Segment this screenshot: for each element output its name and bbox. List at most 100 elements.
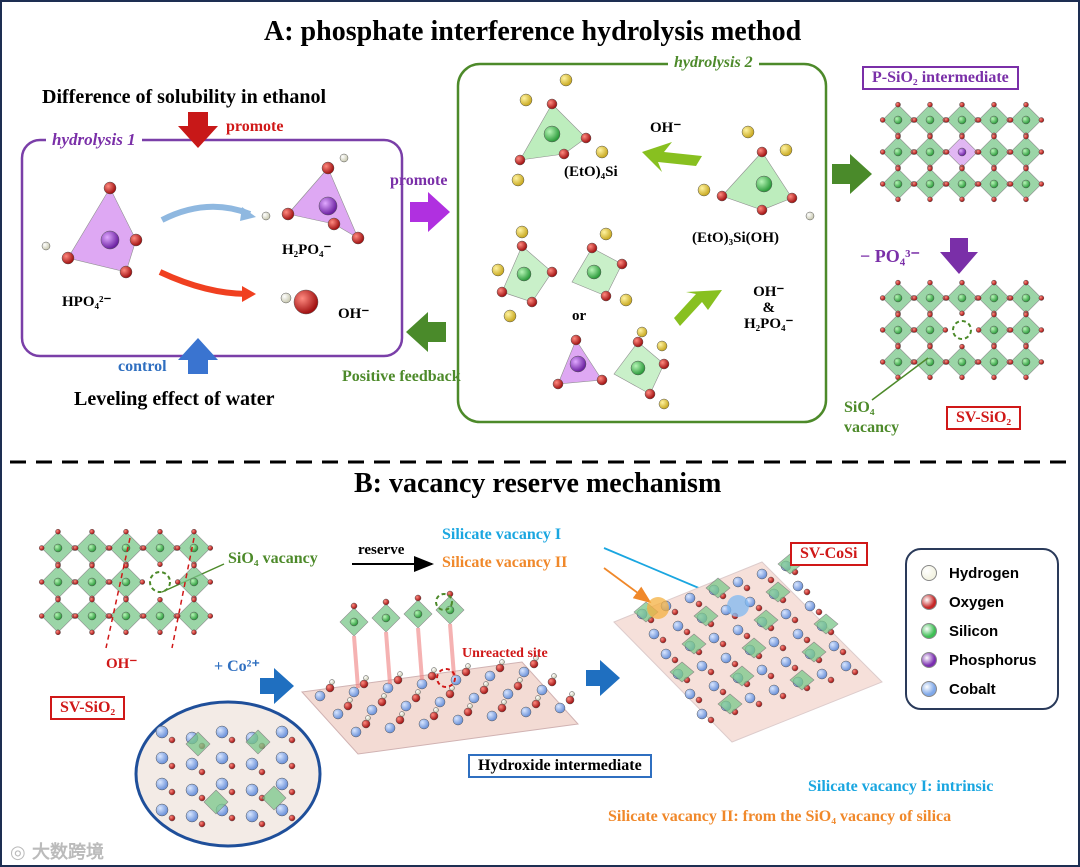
cobalt-atom [518, 666, 530, 678]
h2po4-label: H₂PO₄⁻ [282, 242, 332, 258]
oxygen-atom [943, 117, 950, 123]
oxygen-atom [513, 681, 523, 691]
silicon-atom [630, 360, 646, 376]
silicon-atom [586, 264, 602, 280]
reserve-label: reserve [358, 542, 405, 558]
ethoxy-group [697, 183, 711, 197]
ethoxy-group [491, 263, 505, 277]
unreacted-site-marker [436, 668, 456, 688]
hydrogen-atom [465, 663, 471, 669]
ethoxy-group [595, 145, 609, 159]
silicon-atom [957, 293, 967, 303]
cobalt-atom [185, 783, 199, 797]
oxygen-atom [927, 133, 933, 140]
promote-purple-arrow [410, 192, 450, 232]
oh-green-arrow [642, 142, 702, 172]
silicon-atom [957, 357, 967, 367]
oxygen-atom [975, 117, 982, 123]
cobalt-atom [416, 678, 428, 690]
oxygen-atom [55, 562, 61, 569]
oxygen-atom [911, 327, 918, 333]
oxygen-atom [959, 101, 965, 108]
oxygen-atom [911, 181, 918, 187]
hydrogen-atom [339, 153, 349, 163]
oxygen-atom [791, 664, 799, 672]
oxygen-atom [991, 279, 997, 286]
oxygen-atom [827, 676, 835, 684]
cobalt-atom [792, 580, 804, 592]
hpo4-label: HPO₄²⁻ [62, 294, 112, 310]
oxygen-atom [943, 295, 950, 301]
silica-unit [753, 609, 779, 631]
oxygen-atom [1007, 149, 1014, 155]
co2-label: + Co²⁺ [214, 658, 260, 675]
oxygen-atom [123, 528, 129, 535]
sv-sio2-label-a: SV-SiO₂ [946, 406, 1022, 430]
oxygen-atom [658, 358, 670, 370]
cobalt-atom [400, 700, 412, 712]
oxygen-atom [743, 632, 751, 640]
silicon-atom [989, 357, 999, 367]
silicon-atom [957, 179, 967, 189]
cobalt-atom [502, 688, 514, 700]
oxygen-atom [755, 700, 763, 708]
oxygen-atom [596, 374, 608, 386]
legend-item-hydrogen: Hydrogen [921, 562, 1019, 584]
watermark-text: 大数跨境 [31, 842, 104, 863]
co-arrow [260, 668, 294, 704]
arrow-to-h2po4 [160, 203, 252, 223]
cobalt-atom [382, 682, 394, 694]
oxygen-atom [174, 579, 181, 585]
hydroxide-intermediate-label: Hydroxide intermediate [468, 754, 652, 778]
watermark-logo-icon: ◎ [10, 842, 32, 863]
oxygen-atom [1023, 311, 1029, 318]
cobalt-atom [708, 680, 720, 692]
silica-unit [245, 729, 271, 755]
oxygen-atom [975, 327, 982, 333]
oxygen-atom [516, 240, 528, 252]
hydrogen-atom [805, 211, 815, 221]
silicon-atom [893, 115, 903, 125]
hydrogen-atom [501, 699, 507, 705]
legend-label: Silicon [949, 622, 999, 640]
oxygen-atom [228, 736, 236, 744]
oxygen-atom [895, 343, 901, 350]
cobalt-atom [780, 608, 792, 620]
oxygen-atom [570, 334, 582, 346]
oxygen-atom [927, 101, 933, 108]
cobalt-atom [840, 660, 852, 672]
ethoxy-group [515, 225, 529, 239]
silica-unit [717, 693, 743, 715]
oxygen-atom [659, 636, 667, 644]
oxygen-atom [359, 679, 369, 689]
cobalt-atom [696, 708, 708, 720]
silicon-atom [957, 115, 967, 125]
silicon-atom [925, 115, 935, 125]
oxygen-atom [743, 584, 751, 592]
cobalt-atom [744, 692, 756, 704]
oxygen-atom [89, 596, 95, 603]
hydrogen-atom [535, 695, 541, 701]
feedback-green-arrow [406, 312, 446, 352]
ethoxy-group [519, 93, 533, 107]
oxygen-atom [293, 289, 319, 315]
cobalt-atom [366, 704, 378, 716]
silica-unit [801, 641, 827, 663]
oxygen-atom [1007, 295, 1014, 301]
oxygen-atom [207, 545, 214, 551]
oxygen-atom [959, 343, 965, 350]
oxygen-atom [393, 675, 403, 685]
oxygen-atom [895, 101, 901, 108]
cobalt-atom [452, 714, 464, 726]
oxygen-atom [671, 656, 679, 664]
oxygen-atom [719, 688, 727, 696]
oxygen-atom [719, 640, 727, 648]
oxygen-atom [1023, 343, 1029, 350]
ethoxy-group [741, 125, 755, 139]
cobalt-atom [684, 688, 696, 700]
silicon-atom [381, 613, 391, 623]
silica-unit [729, 665, 755, 687]
oxygen-atom [975, 295, 982, 301]
oxygen-atom [411, 693, 421, 703]
